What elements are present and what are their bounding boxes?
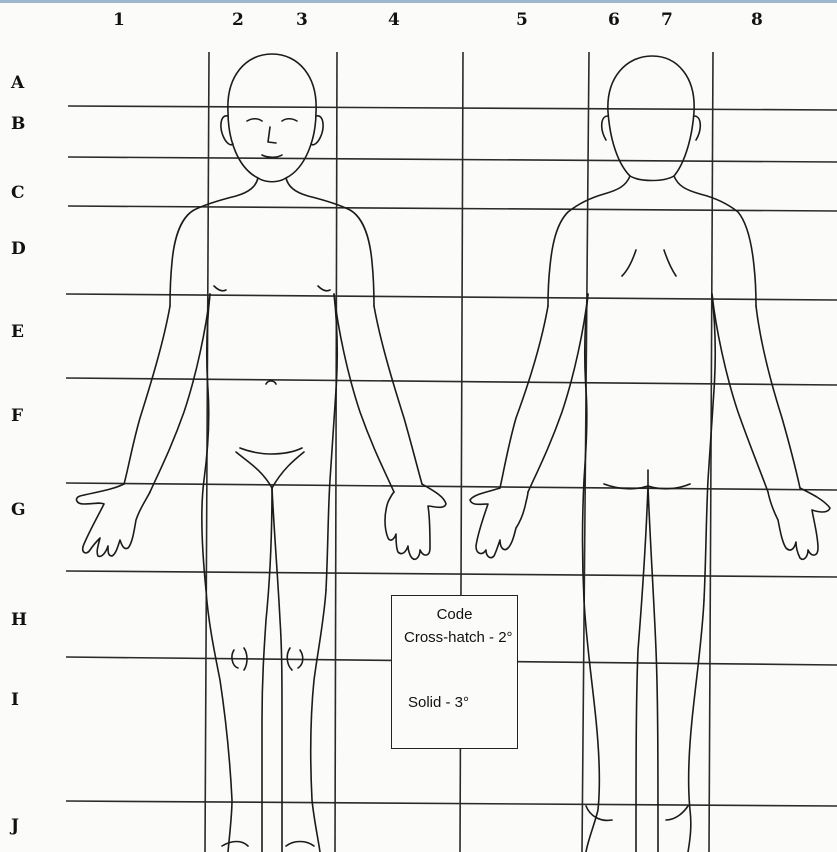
- back-left-leg-inner: [636, 486, 648, 852]
- front-left-leg-inner: [262, 488, 272, 852]
- grid-hline: [68, 106, 837, 110]
- front-groin: [236, 452, 304, 488]
- back-torso-right: [704, 294, 715, 600]
- front-left-hand: [77, 484, 150, 556]
- front-right-arm-outer: [374, 306, 422, 484]
- grid-hline: [68, 157, 837, 162]
- front-feet: [222, 842, 314, 847]
- code-legend-box: Code Cross-hatch - 2° Solid - 3°: [391, 595, 518, 749]
- row-label-g: G: [11, 500, 26, 520]
- back-left-hand: [470, 488, 528, 558]
- front-chest-left: [214, 286, 226, 291]
- front-right-arm-inner: [334, 294, 394, 492]
- row-label-e: E: [11, 322, 24, 342]
- back-head: [608, 56, 694, 181]
- front-chest-right: [318, 286, 330, 291]
- back-right-hand: [768, 488, 830, 559]
- back-shoulder-right: [674, 176, 756, 306]
- front-right-leg-outer: [311, 590, 326, 852]
- back-left-arm-outer: [500, 306, 548, 488]
- column-label-4: 4: [388, 10, 400, 30]
- back-right-leg-outer: [688, 600, 704, 852]
- front-left-arm-outer: [124, 306, 170, 484]
- row-label-f: F: [11, 406, 23, 426]
- column-label-5: 5: [516, 10, 528, 30]
- row-label-d: D: [11, 239, 26, 259]
- back-left-arm-inner: [528, 294, 588, 492]
- column-label-6: 6: [608, 10, 620, 30]
- back-right-arm-inner: [712, 294, 768, 492]
- grid-hline: [66, 801, 837, 806]
- back-ear-left: [602, 116, 608, 140]
- front-groin-top: [240, 448, 302, 454]
- grid-hline: [66, 483, 837, 490]
- front-left-arm-inner: [150, 294, 210, 492]
- row-label-h: H: [11, 610, 27, 630]
- column-label-8: 8: [751, 10, 763, 30]
- legend-crosshatch-text: Cross-hatch - 2°: [404, 628, 514, 647]
- back-scapula-right: [664, 250, 676, 276]
- front-eye-right: [282, 119, 297, 121]
- row-label-b: B: [11, 114, 25, 134]
- row-label-j: J: [11, 816, 19, 836]
- back-right-leg-inner: [648, 486, 658, 852]
- front-nose: [268, 127, 276, 143]
- back-feet: [586, 806, 688, 820]
- row-label-c: C: [11, 183, 25, 203]
- back-ear-right: [694, 116, 700, 140]
- front-left-leg-outer: [206, 590, 232, 852]
- front-navel: [266, 381, 276, 384]
- grid-vline: [335, 52, 337, 852]
- back-scapula-left: [622, 250, 636, 276]
- front-mouth: [262, 155, 282, 157]
- grid-hline: [66, 294, 837, 300]
- legend-title: Code: [392, 606, 517, 623]
- column-label-7: 7: [661, 10, 673, 30]
- grid-hline: [66, 571, 837, 577]
- front-right-hand: [385, 484, 446, 559]
- column-label-2: 2: [232, 10, 244, 30]
- grid-hline: [68, 206, 837, 211]
- column-label-1: 1: [113, 10, 125, 30]
- front-neck-shoulder-right: [286, 178, 374, 306]
- back-shoulder-left: [548, 176, 630, 306]
- front-right-leg-inner: [272, 488, 282, 852]
- back-body-outline: [470, 56, 830, 852]
- legend-solid-text: Solid - 3°: [408, 694, 469, 711]
- front-eye-left: [247, 119, 262, 121]
- front-head: [228, 54, 316, 182]
- row-label-i: I: [11, 690, 19, 710]
- grid-hline: [66, 378, 837, 385]
- back-right-arm-outer: [756, 306, 800, 488]
- column-label-3: 3: [296, 10, 308, 30]
- row-label-a: A: [11, 73, 24, 93]
